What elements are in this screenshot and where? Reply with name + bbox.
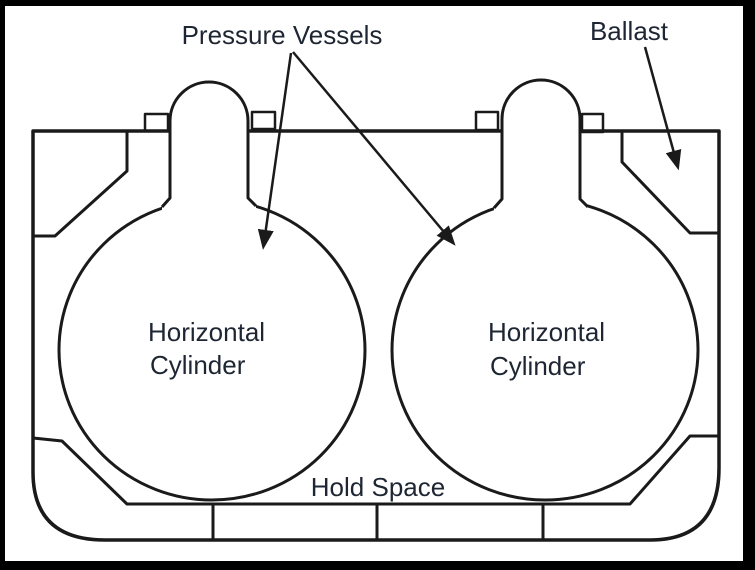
pressure-vessels-label: Pressure Vessels [182, 20, 383, 50]
ballast-label: Ballast [590, 16, 669, 46]
deck-tab [474, 110, 500, 132]
right-dome-outline [492, 78, 590, 209]
left-dome-fill [162, 82, 256, 213]
top-right-ballast-region [620, 129, 721, 235]
deck-tab [143, 112, 170, 133]
arrow-to-ballast [643, 46, 682, 171]
left-vessel-label-line1: Horizontal [148, 317, 265, 347]
right-vessel-label-line1: Horizontal [488, 317, 605, 347]
top-left-ballast-region [31, 129, 129, 238]
left-dome-outline [160, 80, 258, 208]
bottom-ballast-region [31, 434, 721, 542]
deck-tab [580, 112, 605, 134]
arrow-to-right-vessel [292, 51, 456, 246]
hold-space-label: Hold Space [311, 472, 445, 502]
left-vessel-label-line2: Cylinder [150, 350, 246, 380]
right-vessel-label-line2: Cylinder [490, 351, 586, 381]
deck-tab [250, 110, 277, 131]
arrow-to-left-vessel [257, 52, 293, 250]
right-dome-fill [494, 80, 588, 214]
right-pressure-vessel-circle [390, 198, 700, 502]
